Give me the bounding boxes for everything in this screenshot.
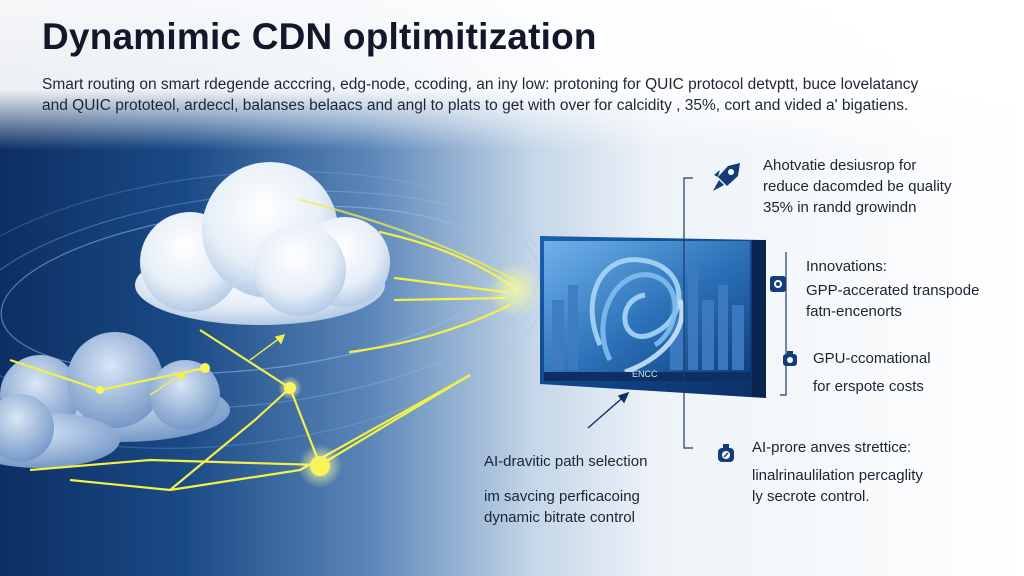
cloud-large [135,162,390,325]
label-top-right: Ahotvatie desiusrop for reduce dacomded … [763,157,952,216]
rocket-icon [713,163,740,191]
gpu-icon [783,351,797,366]
pointer-arrows [149,333,630,429]
label-saving: im savcing perficacoing dynamic bitrate … [484,488,640,526]
intro-paragraph: Smart routing on smart rdegende acccring… [42,76,919,114]
monitor-label: ENCC [632,369,658,379]
cloud-small-left [0,332,230,468]
page-title: Dynamimic CDN opltimitization [42,16,597,57]
label-ai-path: AI-dravitic path selection [484,453,648,470]
label-innovations: Innovations: GPP-accerated transpode fat… [806,258,980,320]
label-ai-right: AI-prore anves strettice: linalrinaulila… [752,439,923,505]
chip-icon [770,276,786,292]
monitor [540,236,766,398]
label-gpu: GPU-ccomational for erspote costs [813,350,931,395]
ai-icon [718,444,734,462]
header-fade [0,0,1024,150]
network-nodes [96,262,543,488]
light-streaks [298,198,517,354]
